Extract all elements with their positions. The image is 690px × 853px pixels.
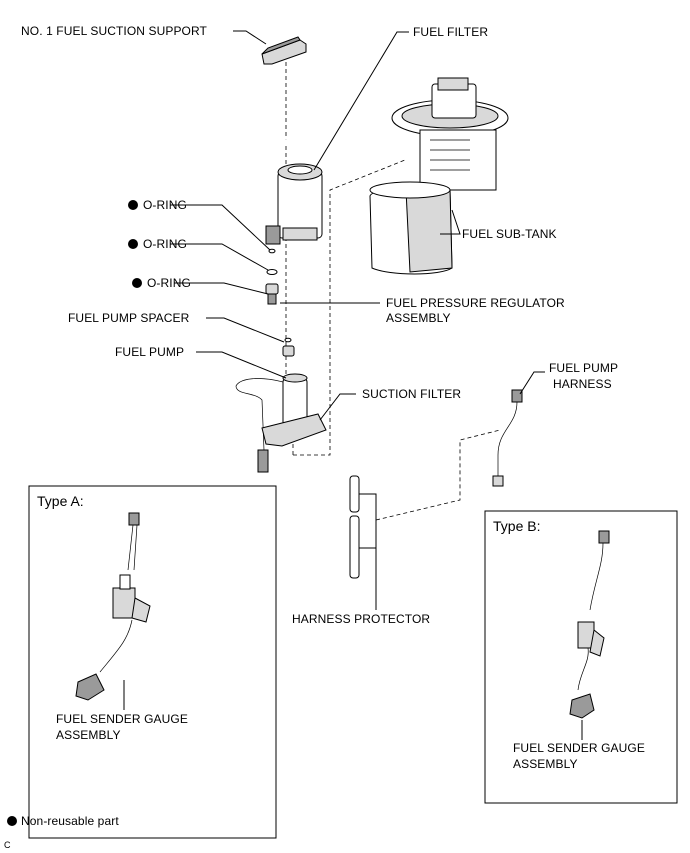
harness-protector-part: [349, 475, 377, 610]
label-pressure-regulator: FUEL PRESSURE REGULATOR: [386, 296, 565, 310]
legend: Non-reusable part: [7, 814, 119, 828]
label-fuel-pump: FUEL PUMP: [115, 345, 184, 359]
non-reusable-marker-3: [132, 278, 142, 288]
type-b-sender-gauge-part: [569, 530, 610, 719]
non-reusable-marker-2: [128, 239, 138, 249]
legend-text: Non-reusable part: [21, 814, 119, 828]
label-fuel-sub-tank: FUEL SUB-TANK: [462, 227, 557, 241]
fuel-pump-part: [235, 373, 327, 473]
label-sender-gauge-b-line2: ASSEMBLY: [513, 757, 578, 771]
fuel-suction-support-part: [261, 36, 307, 65]
non-reusable-marker-1: [128, 200, 138, 210]
label-harness-protector: HARNESS PROTECTOR: [292, 612, 430, 626]
assembly-dashed-lines: [285, 62, 501, 521]
label-fuel-pump-harness-line2: HARNESS: [553, 377, 612, 391]
type-b-title: Type B:: [493, 518, 540, 534]
label-fuel-filter: FUEL FILTER: [413, 25, 488, 39]
fuel-pump-harness-part: [492, 389, 523, 487]
o-rings-and-regulator: [265, 248, 295, 357]
label-sender-gauge-a-line2: ASSEMBLY: [56, 728, 121, 742]
label-pressure-regulator-line2: ASSEMBLY: [386, 311, 451, 325]
type-a-title: Type A:: [37, 493, 84, 509]
figure-code: C: [4, 840, 11, 850]
non-reusable-symbol: [7, 816, 17, 826]
label-sender-gauge-a: FUEL SENDER GAUGE: [56, 712, 188, 726]
fuel-filter-part: [259, 116, 407, 245]
label-suction-filter: SUCTION FILTER: [362, 387, 461, 401]
label-sender-gauge-b: FUEL SENDER GAUGE: [513, 741, 645, 755]
type-a-box: [28, 485, 277, 839]
label-o-ring-1: O-RING: [143, 198, 187, 212]
type-b-box: [484, 510, 678, 804]
type-a-sender-gauge-part: [75, 512, 151, 701]
callout-labels: NO. 1 FUEL SUCTION SUPPORT FUEL FILTER O…: [21, 24, 645, 771]
label-suction-support: NO. 1 FUEL SUCTION SUPPORT: [21, 24, 208, 38]
fuel-sub-tank-part: [369, 77, 509, 275]
label-o-ring-3: O-RING: [147, 276, 191, 290]
label-o-ring-2: O-RING: [143, 237, 187, 251]
label-fuel-pump-harness: FUEL PUMP: [549, 361, 618, 375]
label-fuel-pump-spacer: FUEL PUMP SPACER: [68, 311, 190, 325]
leader-lines: [123, 30, 583, 740]
